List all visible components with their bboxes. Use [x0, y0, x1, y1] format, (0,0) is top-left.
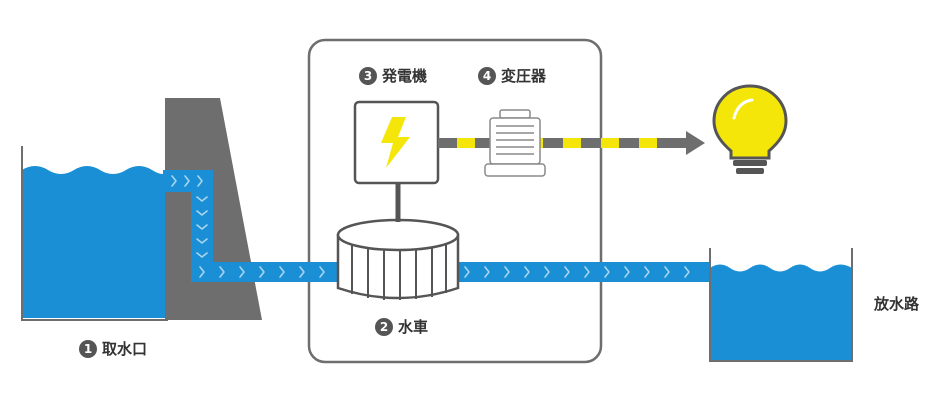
- label-intake: 1 取水口: [79, 338, 147, 359]
- flow-arrows: [171, 175, 690, 278]
- reservoir: [21, 146, 168, 321]
- label-turbine: 2 水車: [375, 316, 428, 337]
- dam: [165, 98, 262, 320]
- step-badge: 3: [359, 66, 377, 85]
- step-badge: 2: [375, 317, 393, 336]
- transformer-icon: [484, 109, 546, 177]
- water-turbine: [336, 218, 460, 300]
- transformer-label: 変圧器: [501, 67, 547, 85]
- outlet-label: 放水路: [874, 295, 920, 313]
- step-badge: 4: [478, 66, 496, 85]
- light-bulb-icon: [712, 84, 788, 174]
- label-outlet: 放水路: [874, 293, 919, 314]
- turbine-label: 水車: [398, 318, 429, 336]
- label-generator: 3 発電機: [359, 65, 427, 86]
- power-station-frame: [307, 38, 603, 364]
- step-badge: 1: [79, 339, 97, 358]
- arrow-right-icon: [686, 131, 705, 155]
- generator: [353, 100, 440, 185]
- power-cable: [438, 131, 705, 155]
- intake-label: 取水口: [102, 340, 148, 358]
- generator-label: 発電機: [382, 67, 428, 85]
- lightning-bolt-icon: [381, 117, 410, 168]
- label-transformer: 4 変圧器: [478, 65, 546, 86]
- outlet-basin: [709, 248, 853, 362]
